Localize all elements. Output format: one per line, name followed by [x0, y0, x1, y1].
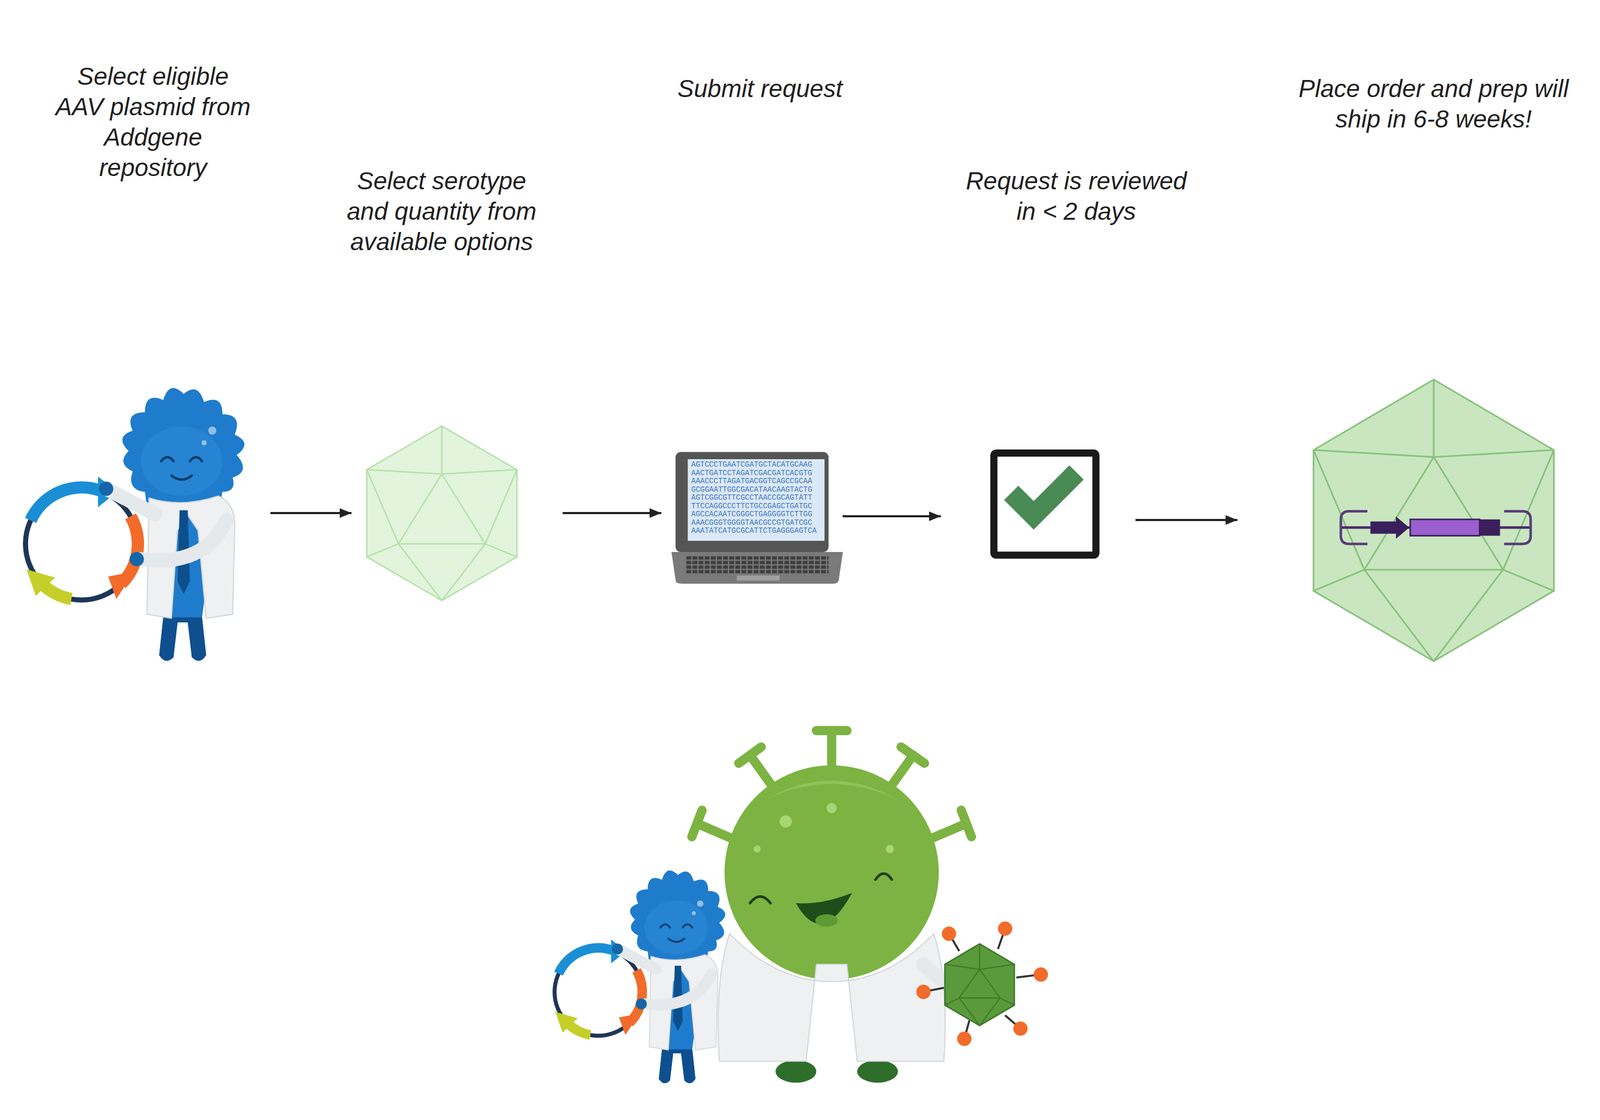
sequence-text: GCGGAATTGGCGACATAACAAGTACTG [691, 485, 813, 495]
step-node: Request is reviewed in < 2 days [990, 450, 1099, 559]
laptop-icon [671, 452, 843, 584]
step-caption: Place order and prep will ship in 6-8 we… [1284, 73, 1583, 135]
virus-mascot [691, 730, 1048, 1083]
sequence-text: AAATATCATGCGCATTCTGAGGGAGTCA [691, 526, 817, 536]
sequence-text: AAACGGGTGGGGTAACGCCGTGATCGC [691, 518, 813, 528]
step-text: Request is reviewed in < 2 days [958, 165, 1194, 227]
sequence-text: AACTGATCCTAGATCGACGATCACGTG [691, 469, 813, 478]
step-caption: Select eligible AAV plasmid from Addgene… [51, 61, 255, 183]
aav-genome [1340, 511, 1531, 544]
step-caption: Select serotype and quantity from availa… [340, 165, 543, 258]
sequence-text: AGCCACAATCGGGCTGAGGGGTCTTGG [691, 510, 813, 519]
scientist-mascot [554, 870, 726, 1084]
flow-arrow [1135, 518, 1238, 522]
step-text: Select eligible AAV plasmid from Addgene… [51, 61, 255, 183]
capsid-icon [366, 426, 518, 601]
flow-arrow [270, 512, 352, 515]
scientist-mascot [25, 388, 245, 661]
step-node: Select serotype and quantity from availa… [366, 426, 517, 601]
step-text: Select serotype and quantity from availa… [340, 165, 543, 258]
sequence-text: AGTCCCTGAATCGATGCTACATGCAAG [691, 460, 813, 470]
step-caption: Submit request [648, 73, 872, 104]
flow-arrow [562, 512, 662, 515]
checkbox-icon [994, 453, 1096, 556]
aav-capsid [1313, 379, 1555, 662]
step-node: Select eligible AAV plasmid from Addgene… [20, 377, 253, 666]
step-text: Place order and prep will ship in 6-8 we… [1284, 73, 1583, 135]
flow-arrow [842, 515, 941, 518]
step-node: Place order and prep will ship in 6-8 we… [1313, 379, 1555, 662]
sequence-text: TTCCAGGCCCTTCTGCCGAGCTGATGC [691, 502, 813, 511]
sequence-text: AGTCGGCGTTCGCCTAACCGCAGTATT [691, 493, 813, 503]
step-text: Submit request [648, 73, 872, 104]
step-caption: Request is reviewed in < 2 days [958, 165, 1194, 227]
sequence-text: AAACCCTTAGATGACGGTCAGCCGCAA [691, 477, 813, 486]
